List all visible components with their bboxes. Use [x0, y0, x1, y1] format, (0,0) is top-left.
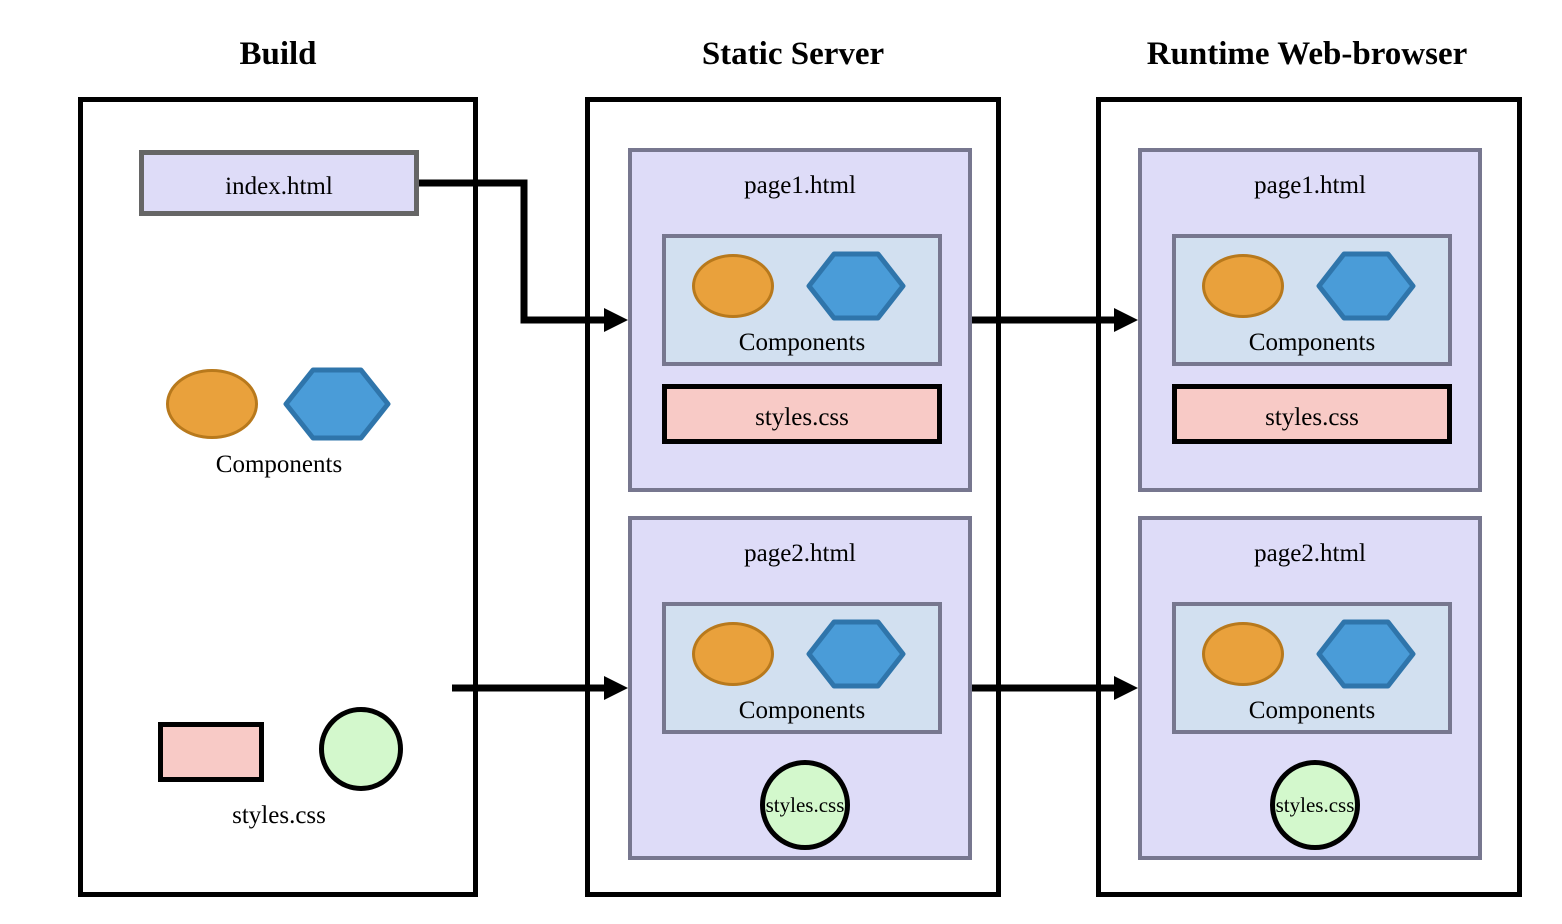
styles-css-circle-static-page2: styles.css [760, 760, 850, 850]
column-title-build: Build [239, 36, 317, 72]
component-hexagon-static-page2 [806, 618, 906, 690]
component-ellipse-static-page2 [692, 622, 774, 686]
styles-css-label-runtime-page2: styles.css [1275, 792, 1355, 817]
components-label-static-page1: Components [738, 329, 866, 356]
styles-css-rect-build [158, 722, 264, 782]
component-hexagon-static-page1 [806, 250, 906, 322]
styles-css-label-static-page2: styles.css [765, 792, 845, 817]
component-hexagon-runtime-page1 [1316, 250, 1416, 322]
styles-css-rect-static-page1: styles.css [662, 384, 942, 444]
styles-css-label-runtime-page1: styles.css [1265, 404, 1359, 431]
styles-css-circle-build [319, 707, 403, 791]
styles-css-label-static-page1: styles.css [755, 404, 849, 431]
column-title-static-server: Static Server [701, 36, 885, 72]
stage-box-build [78, 97, 478, 897]
styles-css-rect-runtime-page1: styles.css [1172, 384, 1452, 444]
component-hexagon-runtime-page2 [1316, 618, 1416, 690]
styles-css-circle-runtime-page2: styles.css [1270, 760, 1360, 850]
page-panel-static-page2[interactable]: page2.html Components styles.css [628, 516, 972, 860]
component-ellipse-runtime-page1 [1202, 254, 1284, 318]
column-title-runtime: Runtime Web-browser [1146, 36, 1468, 72]
components-box-static-page1: Components [662, 234, 942, 366]
index-html-label: index.html [225, 173, 333, 200]
page-panel-static-page1[interactable]: page1.html Components styles.css [628, 148, 972, 492]
components-label-runtime-page2: Components [1248, 697, 1376, 724]
stage-box-runtime [1096, 97, 1522, 897]
page-panel-runtime-page1[interactable]: page1.html Components styles.css [1138, 148, 1482, 492]
index-html-box[interactable]: index.html [139, 150, 419, 216]
component-ellipse-static-page1 [692, 254, 774, 318]
stage-box-static-server [585, 97, 1001, 897]
components-label-static-page2: Components [738, 697, 866, 724]
page-label-static-page1: page1.html [744, 172, 856, 199]
page-label-runtime-page1: page1.html [1254, 172, 1366, 199]
components-box-static-page2: Components [662, 602, 942, 734]
page-label-static-page2: page2.html [744, 540, 856, 567]
page-panel-runtime-page2[interactable]: page2.html Components styles.css [1138, 516, 1482, 860]
component-hexagon-build [283, 366, 391, 442]
components-label-build: Components [215, 451, 343, 478]
component-ellipse-build [166, 369, 258, 439]
component-ellipse-runtime-page2 [1202, 622, 1284, 686]
components-box-runtime-page1: Components [1172, 234, 1452, 366]
page-label-runtime-page2: page2.html [1254, 540, 1366, 567]
components-label-runtime-page1: Components [1248, 329, 1376, 356]
styles-css-label-build: styles.css [232, 802, 326, 829]
components-box-runtime-page2: Components [1172, 602, 1452, 734]
